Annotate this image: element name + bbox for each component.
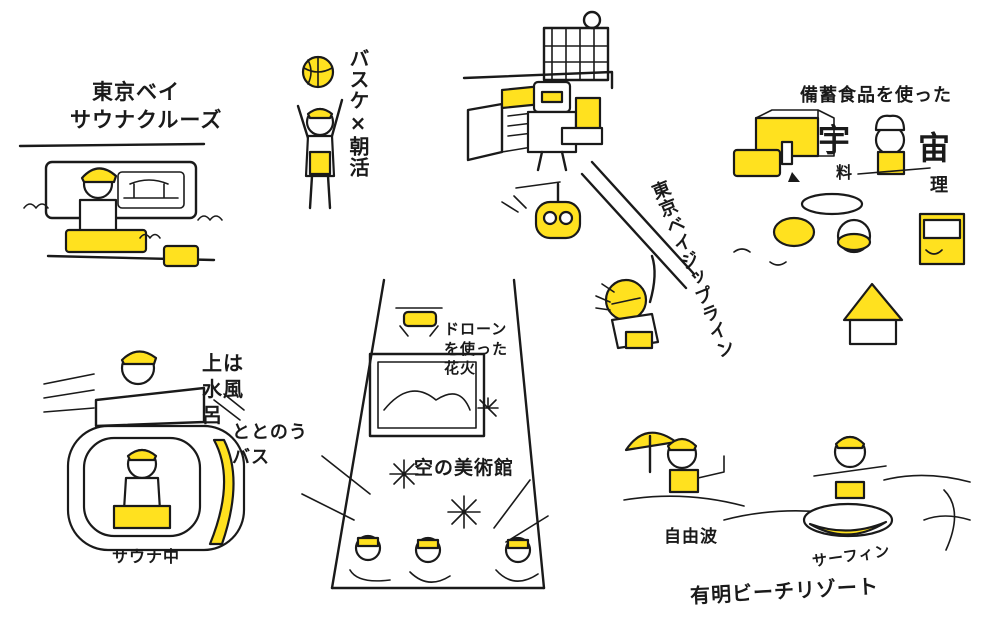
sauna-cruise-scene [18, 142, 223, 268]
sauna-cruise-title-line2: サウナクルーズ [70, 108, 223, 132]
sky-museum-title: 空の美術館 [414, 457, 515, 479]
basketball-scene [296, 55, 344, 210]
sauna-bus-bottom-label: サウナ中 [112, 547, 181, 566]
space-char-3: 宙 [918, 129, 952, 167]
emergency-food-scene [732, 109, 966, 346]
sauna-bus-side-label: ととのうバス [232, 422, 308, 469]
emergency-food-title: 備蓄食品を使った [800, 85, 952, 106]
space-char-4: 理 [930, 175, 949, 196]
space-char-1: 宇 [818, 121, 852, 159]
drone-fireworks-label: ドローンを使った花火 [444, 320, 509, 377]
sauna-bus-scene [43, 350, 246, 552]
sauna-bus-top-label: 上は水風呂 [202, 351, 244, 427]
basketball-label: バスケ×朝活 [346, 48, 370, 178]
beach-wave-label: 自由波 [664, 527, 718, 547]
beach-resort-title: 有明ビーチリゾート [689, 574, 880, 608]
zipline-scene [462, 10, 696, 350]
beach-scene [623, 431, 971, 551]
space-char-2: 料 [836, 163, 854, 182]
sauna-cruise-title-line1: 東京ベイ [92, 80, 180, 104]
sky-museum-scene [301, 278, 549, 590]
